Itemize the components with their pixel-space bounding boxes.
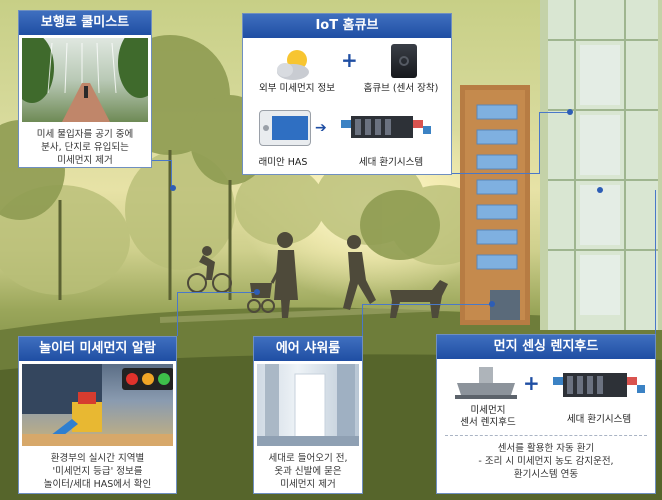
connector-dot-air bbox=[489, 301, 495, 307]
connector-dot-mist bbox=[170, 185, 176, 191]
has-label: 래미안 HAS bbox=[258, 157, 308, 168]
homecube-label: 홈큐브 (센서 장착) bbox=[363, 83, 439, 94]
playground-photo bbox=[22, 364, 173, 446]
weather-icon bbox=[275, 46, 315, 84]
connector-iot bbox=[452, 112, 540, 174]
arrow-right-icon: ➔ bbox=[315, 120, 327, 136]
panel-air-desc: 세대로 들어오기 전, 옷과 신발에 묻은 미세먼지 제거 bbox=[254, 449, 362, 494]
hood-desc-line: 환기시스템 연동 bbox=[513, 469, 579, 480]
mist-desc-line: 미세먼지 제거 bbox=[57, 155, 113, 166]
panel-cool-mist-title: 보행로 쿨미스트 bbox=[19, 11, 151, 35]
hood-desc-line: - 조리 시 미세먼지 농도 감지운전, bbox=[478, 456, 614, 467]
panel-hood-desc: 센서를 활용한 자동 환기 - 조리 시 미세먼지 농도 감지운전, 환기시스템… bbox=[437, 439, 655, 484]
connector-hood bbox=[600, 190, 656, 336]
connector-dot-iot bbox=[567, 109, 573, 115]
air-shower-photo bbox=[257, 364, 359, 446]
panel-iot-title: IoT 홈큐브 bbox=[243, 14, 451, 38]
connector-dot-alarm bbox=[254, 289, 260, 295]
hood-divider bbox=[445, 435, 647, 436]
mist-desc-line: 분사, 단지로 유입되는 bbox=[41, 142, 129, 153]
panel-range-hood: 먼지 센싱 렌지후드 + 미세먼지 센서 렌지후드 세대 환기시스템 센서를 활… bbox=[436, 334, 656, 494]
panel-air-title: 에어 샤워룸 bbox=[254, 337, 362, 361]
air-desc-line: 옷과 신발에 묻은 bbox=[274, 466, 342, 477]
air-desc-line: 미세먼지 제거 bbox=[280, 479, 336, 490]
range-hood-icon bbox=[451, 367, 521, 401]
panel-iot-homecube: IoT 홈큐브 + 외부 미세먼지 정보 홈큐브 (센서 장착) ➔ 래미안 H… bbox=[242, 13, 452, 175]
panel-alarm-desc: 환경부의 실시간 지역별 '미세먼지 등급' 정보를 놀이터/세대 HAS에서 … bbox=[19, 449, 176, 494]
panel-cool-mist-desc: 미세 물입자를 공기 중에 분사, 단지로 유입되는 미세먼지 제거 bbox=[19, 125, 151, 170]
alarm-desc-line: 놀이터/세대 HAS에서 확인 bbox=[43, 479, 152, 490]
mist-photo bbox=[22, 38, 148, 122]
vent-label: 세대 환기시스템 bbox=[358, 157, 424, 168]
has-tablet-icon bbox=[259, 110, 311, 146]
connector-iot-top bbox=[540, 112, 570, 113]
connector-alarm bbox=[177, 292, 257, 336]
hood-label-line: 센서 렌지후드 bbox=[460, 417, 516, 428]
connector-mist bbox=[152, 160, 172, 188]
outside-dust-label: 외부 미세먼지 정보 bbox=[259, 83, 335, 94]
hood-label-line: 미세먼지 bbox=[470, 405, 506, 416]
air-desc-line: 세대로 들어오기 전, bbox=[268, 453, 348, 464]
connector-dot-hood bbox=[597, 187, 603, 193]
panel-air-shower: 에어 샤워룸 세대로 들어오기 전, 옷과 신발에 묻은 미세먼지 제거 bbox=[253, 336, 363, 494]
homecube-icon bbox=[391, 44, 417, 78]
mist-desc-line: 미세 물입자를 공기 중에 bbox=[36, 129, 134, 140]
panel-hood-title: 먼지 센싱 렌지후드 bbox=[437, 335, 655, 359]
ventilation-system-icon bbox=[553, 367, 645, 403]
panel-alarm-title: 놀이터 미세먼지 알람 bbox=[19, 337, 176, 361]
hood-label: 미세먼지 센서 렌지후드 bbox=[445, 405, 531, 429]
alarm-desc-line: 환경부의 실시간 지역별 bbox=[50, 453, 145, 464]
panel-cool-mist: 보행로 쿨미스트 미세 물입자를 공기 중에 분사, 단지로 유입되는 미세먼지… bbox=[18, 10, 152, 168]
hood-vent-label: 세대 환기시스템 bbox=[566, 414, 632, 425]
plus-icon: + bbox=[341, 48, 358, 72]
hood-desc-line: 센서를 활용한 자동 환기 bbox=[497, 443, 595, 454]
alarm-desc-line: '미세먼지 등급' 정보를 bbox=[52, 466, 143, 477]
connector-air bbox=[362, 304, 492, 336]
ventilation-system-icon bbox=[341, 110, 431, 144]
panel-playground-alarm: 놀이터 미세먼지 알람 환경부의 실시간 지역별 '미세먼지 등급' 정보를 놀… bbox=[18, 336, 177, 494]
plus-icon: + bbox=[523, 371, 540, 395]
